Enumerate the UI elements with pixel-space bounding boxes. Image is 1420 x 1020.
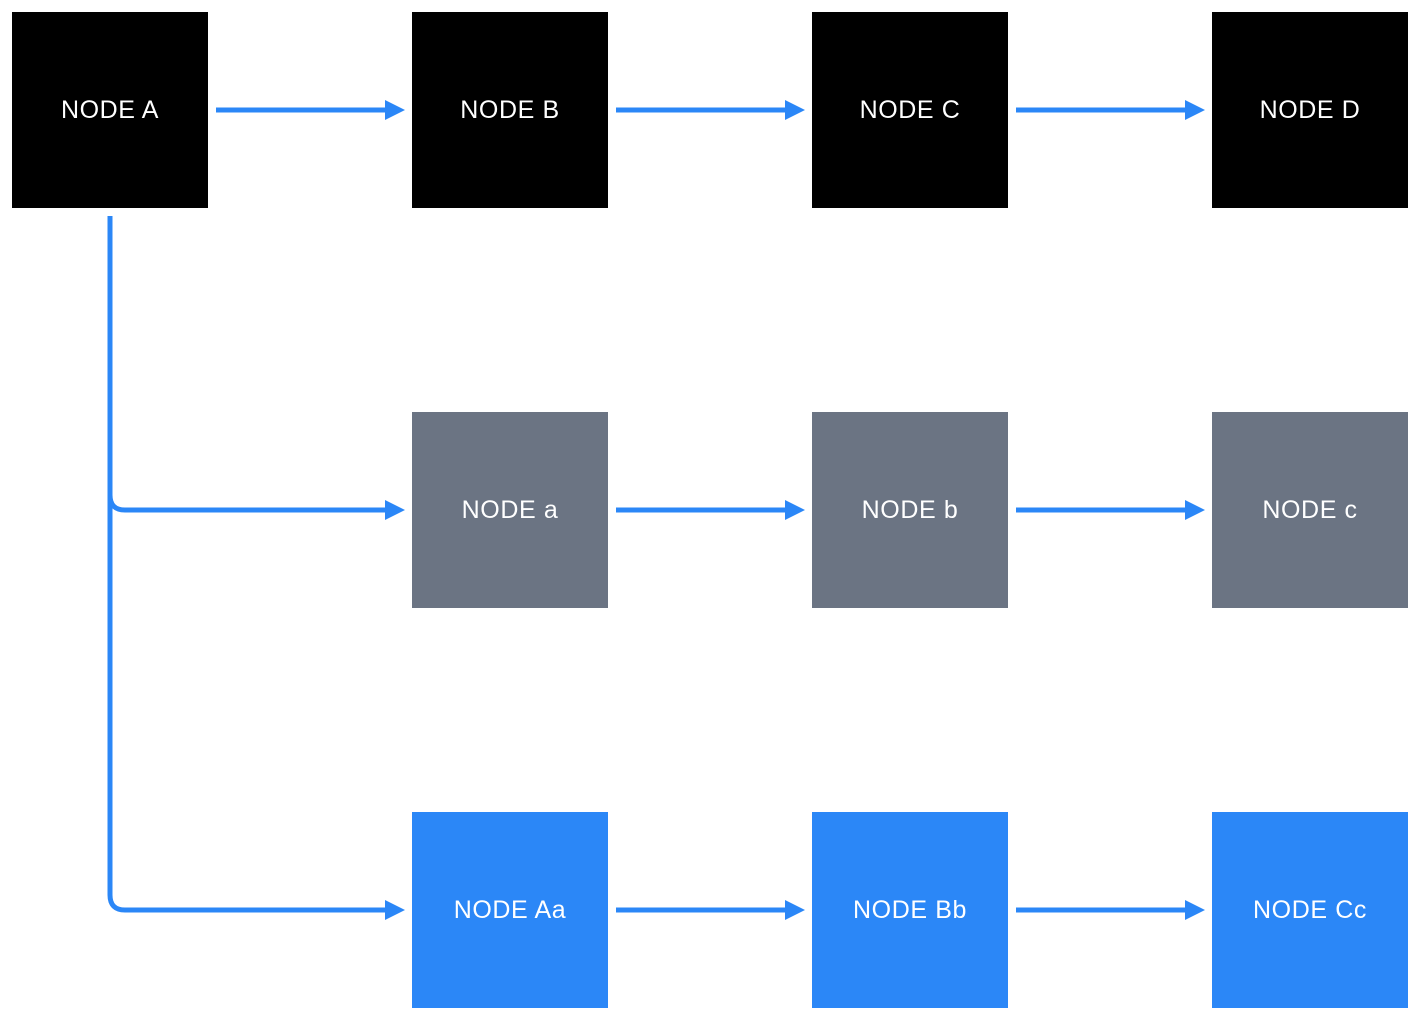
node-D: NODE D — [1212, 12, 1408, 208]
node-C-label: NODE C — [859, 95, 961, 124]
edge-arrow-nodeA-nodeAa — [107, 216, 405, 920]
node-C: NODE C — [812, 12, 1008, 208]
node-Cc: NODE Cc — [1212, 812, 1408, 1008]
node-Bb-label: NODE Bb — [853, 895, 967, 924]
node-D-label: NODE D — [1259, 95, 1361, 124]
node-a: NODE a — [412, 412, 608, 608]
node-b: NODE b — [812, 412, 1008, 608]
node-Bb: NODE Bb — [812, 812, 1008, 1008]
node-b-label: NODE b — [861, 495, 959, 524]
edge-arrow-nodeA-nodea — [107, 494, 405, 520]
node-c-label: NODE c — [1262, 495, 1358, 524]
node-B-label: NODE B — [460, 95, 560, 124]
node-Aa-label: NODE Aa — [453, 895, 567, 924]
node-a-label: NODE a — [461, 495, 559, 524]
node-c: NODE c — [1212, 412, 1408, 608]
node-A: NODE A — [12, 12, 208, 208]
node-B: NODE B — [412, 12, 608, 208]
node-Cc-label: NODE Cc — [1253, 895, 1367, 924]
node-A-label: NODE A — [60, 95, 160, 124]
node-Aa: NODE Aa — [412, 812, 608, 1008]
